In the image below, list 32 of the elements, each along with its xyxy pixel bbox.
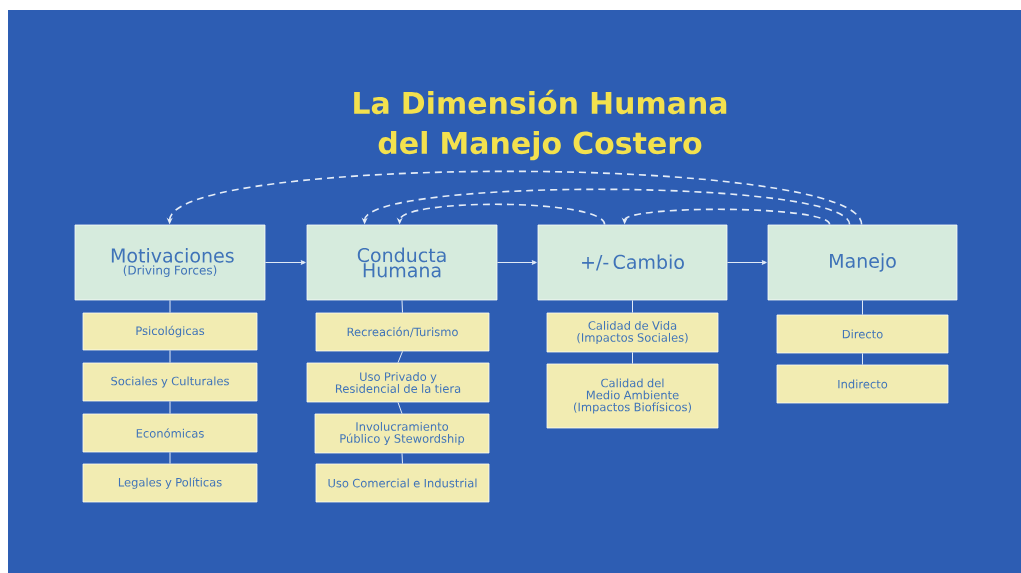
item-box: Sociales y Culturales (82, 362, 258, 402)
connector-line (169, 451, 171, 465)
arrow (726, 260, 767, 265)
title: La Dimensión Humana del Manejo Costero (354, 89, 727, 161)
label-box: +/- Cambio (537, 224, 728, 301)
arrow (496, 260, 537, 265)
item-box: Indirecto (776, 364, 949, 404)
connector-line (401, 452, 403, 465)
connector-line (862, 352, 863, 366)
item-box: Económicas (82, 413, 258, 453)
connector-line (169, 349, 171, 364)
connector-line (401, 299, 403, 314)
label-box: Conducta Humana (306, 224, 498, 301)
item-box: Recreación/Turismo (315, 312, 490, 352)
item-box: Directo (776, 314, 949, 354)
item-box: Calidad de Vida (Impactos Sociales) (546, 312, 719, 353)
label-box: Manejo (767, 224, 958, 301)
connector-line (397, 350, 403, 364)
arrow (264, 260, 306, 265)
connector-line (632, 351, 633, 365)
item-box: Legales y Políticas (82, 463, 258, 503)
connector-line (632, 299, 633, 314)
connector-line (397, 401, 403, 415)
item-box: Psicológicas (82, 312, 258, 351)
item-box: Uso Privado y Residencial de la tiera (306, 362, 490, 403)
connector-line (169, 400, 171, 415)
item-box: Involucramiento Público y Stewordship (314, 413, 490, 454)
connector-line (169, 299, 171, 314)
connector-line (862, 299, 863, 316)
item-box: Uso Comercial e Industrial (315, 463, 490, 503)
item-box: Calidad del Medio Ambiente (Impactos Biofísicos) (546, 363, 719, 429)
label-box: Motivaciones (Driving Forces) (74, 224, 266, 301)
